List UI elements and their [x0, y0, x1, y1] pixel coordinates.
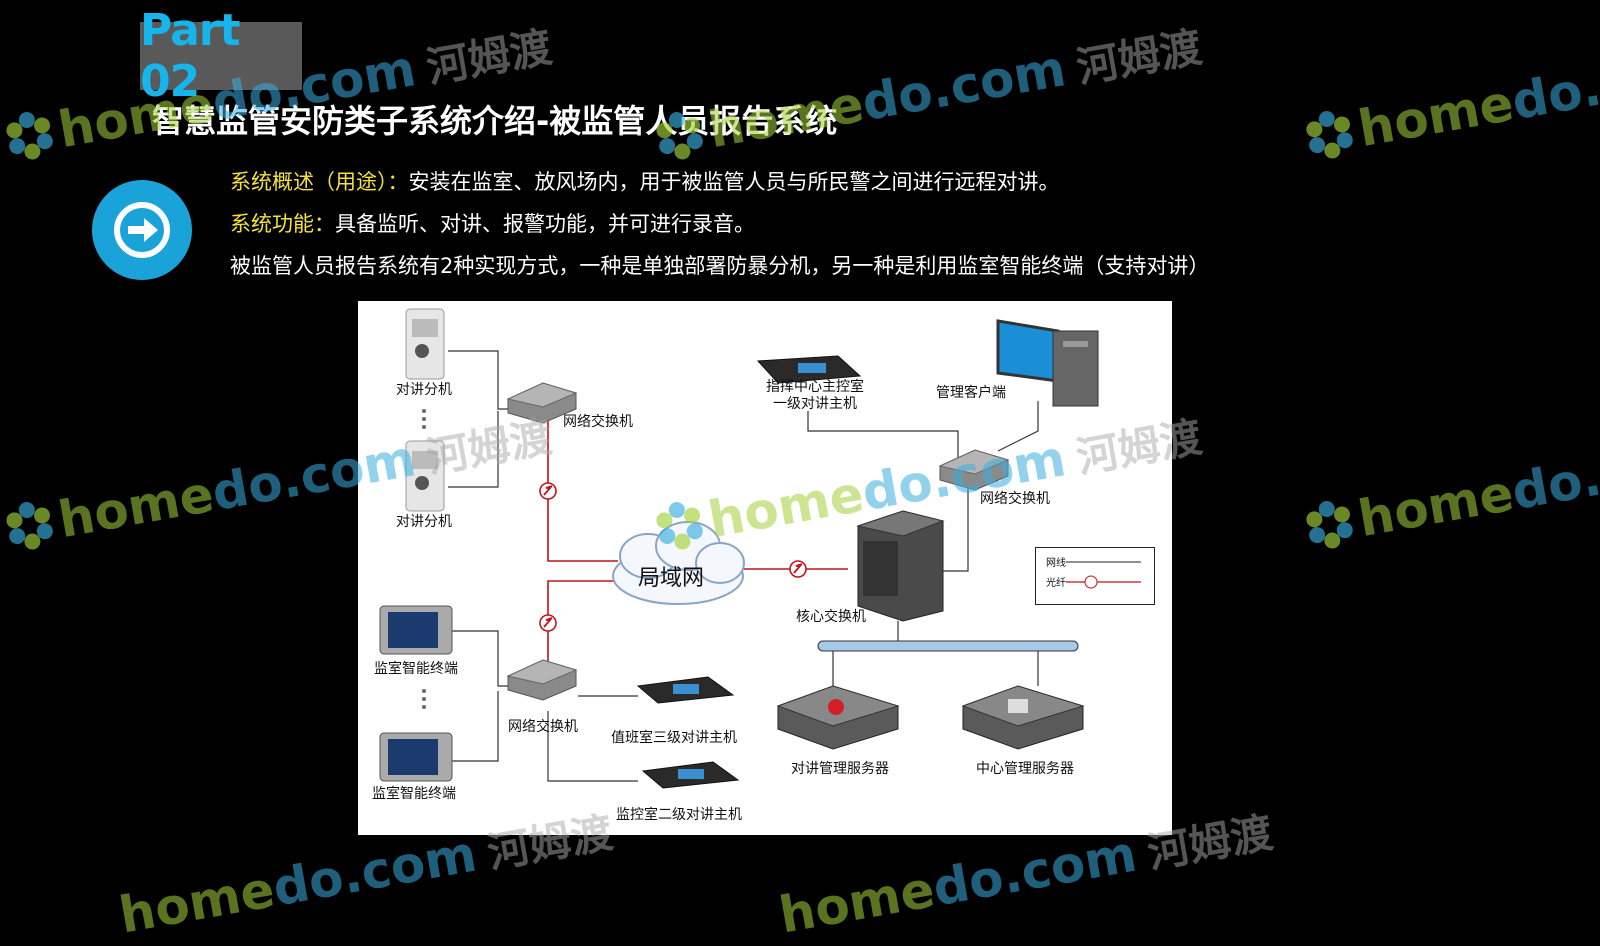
intercom-host-icon — [641, 761, 740, 789]
implementation-line: 被监管人员报告系统有2种实现方式，一种是单独部署防暴分机，另一种是利用监室智能终… — [230, 254, 1210, 278]
fiber-marker-icon — [1084, 575, 1098, 589]
lan-label: 局域网 — [638, 566, 705, 591]
homedo-logo-icon — [6, 501, 53, 550]
monitor-host-label: 监控室二级对讲主机 — [616, 807, 742, 823]
cell-terminal-label-1: 监室智能终端 — [374, 661, 458, 677]
overview-label: 系统概述（用途）： — [230, 170, 409, 194]
computer-icon — [996, 319, 1099, 407]
intercom-ext-label-1: 对讲分机 — [396, 382, 452, 398]
network-switch-icon — [506, 382, 578, 424]
function-label: 系统功能： — [230, 212, 335, 236]
function-text: 具备监听、对讲、报警功能，并可进行录音。 — [335, 212, 755, 236]
overview-text: 安装在监室、放风场内，用于被监管人员与所民警之间进行远程对讲。 — [408, 170, 1060, 194]
switch-label-3: 网络交换机 — [980, 491, 1050, 507]
part-label: Part 02 — [140, 5, 241, 107]
smart-terminal-icon — [379, 732, 453, 782]
watermark: homedo.com — [1295, 427, 1600, 559]
overview-line: 系统概述（用途）：安装在监室、放风场内，用于被监管人员与所民警之间进行远程对讲。 — [230, 166, 1060, 196]
cell-terminal-label-2: 监室智能终端 — [372, 786, 456, 802]
homedo-logo-icon — [6, 111, 53, 160]
function-line: 系统功能：具备监听、对讲、报警功能，并可进行录音。 — [230, 208, 755, 238]
smart-terminal-icon — [379, 605, 453, 655]
core-switch-label: 核心交换机 — [796, 609, 866, 625]
legend-network-label: 网线 — [1046, 558, 1066, 569]
arrow-right-icon — [92, 180, 192, 280]
intercom-host-icon — [636, 676, 735, 704]
intercom-extension-icon — [405, 308, 445, 380]
switch-label-1: 网络交换机 — [563, 414, 633, 430]
command-host-label: 指挥中心主控室 一级对讲主机 — [766, 379, 864, 412]
watermark: homedo.com 河姆渡 — [645, 13, 1206, 170]
mgmt-client-label: 管理客户端 — [936, 385, 1006, 401]
center-server-icon — [961, 685, 1085, 750]
part-badge: Part 02 — [140, 5, 302, 107]
intercom-server-label: 对讲管理服务器 — [791, 761, 889, 777]
core-switch-icon — [856, 510, 945, 622]
legend-fiber-label: 光纤 — [1046, 578, 1066, 589]
intercom-extension-icon — [405, 440, 445, 512]
switch-label-2: 网络交换机 — [508, 719, 578, 735]
center-server-label: 中心管理服务器 — [976, 761, 1074, 777]
network-diagram: 对讲分机 对讲分机 网络交换机 网络交换机 网络交换机 指挥中心主控室 一级对讲… — [358, 301, 1172, 835]
intercom-host-icon — [756, 355, 862, 384]
network-switch-icon — [506, 659, 578, 701]
page-title: 智慧监管安防类子系统介绍-被监管人员报告系统 — [152, 102, 838, 140]
server-bus-bar — [817, 640, 1079, 652]
intercom-ext-label-2: 对讲分机 — [396, 514, 452, 530]
legend: 网线 光纤 — [1035, 547, 1155, 605]
intercom-server-icon — [776, 685, 900, 750]
lan-cloud-icon — [612, 521, 745, 605]
duty-host-label: 值班室三级对讲主机 — [611, 730, 737, 746]
homedo-logo-icon — [1306, 501, 1353, 549]
network-switch-icon — [938, 449, 1010, 491]
watermark: homedo.com — [1295, 37, 1600, 169]
homedo-logo-icon — [1306, 111, 1353, 159]
